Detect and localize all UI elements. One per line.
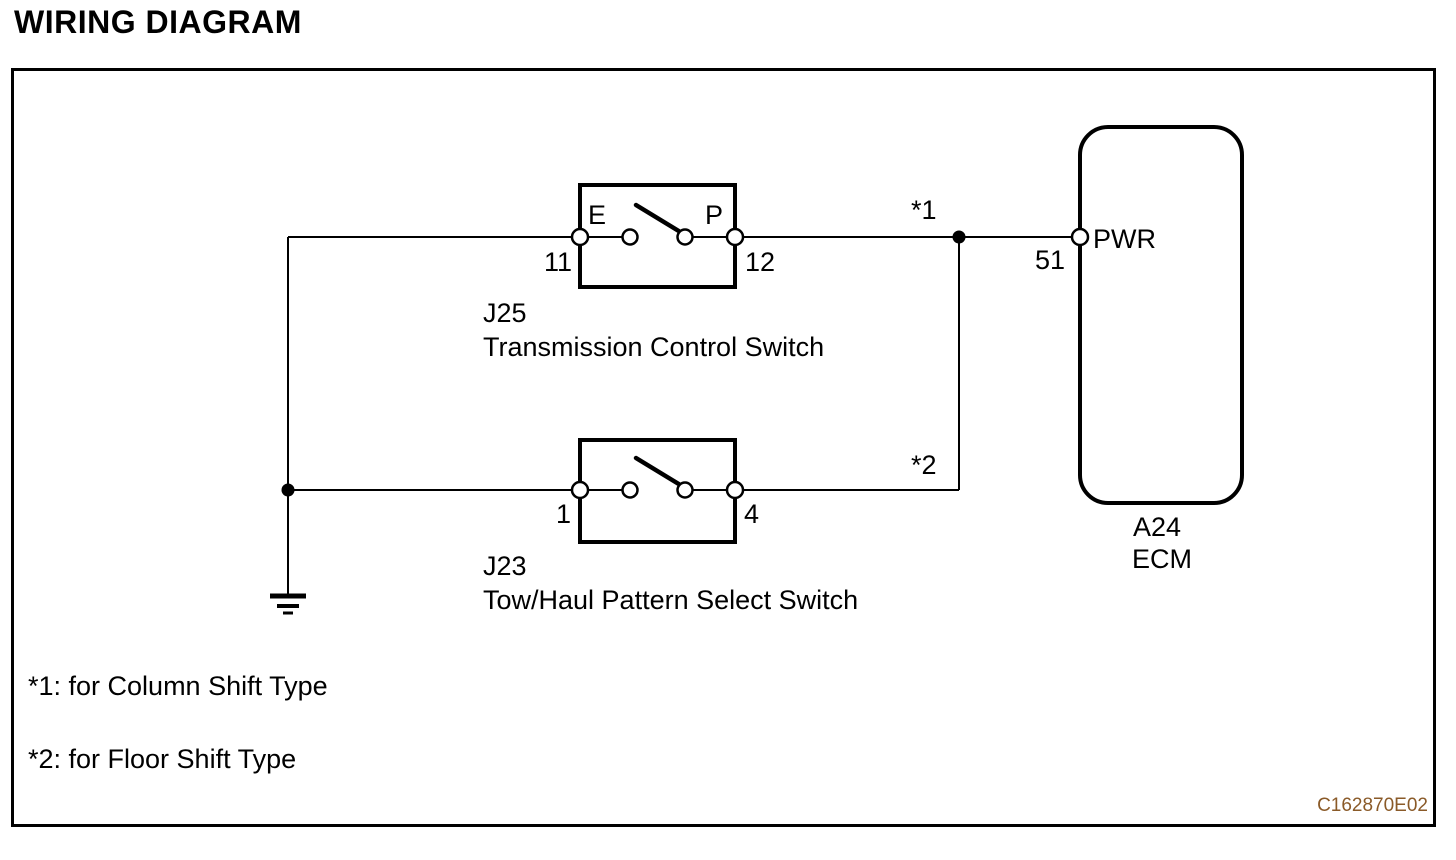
- footnote-1: *1: for Column Shift Type: [28, 671, 328, 701]
- junction-dot-right: [952, 230, 966, 244]
- ecm-pin-51-label: 51: [1035, 245, 1065, 275]
- j23-contact-left: [621, 481, 639, 499]
- page-title: WIRING DIAGRAM: [14, 4, 302, 40]
- ecm-code-label: A24: [1133, 512, 1181, 542]
- j25-pole-p-label: P: [705, 200, 723, 230]
- ecm-terminal-51: [1070, 227, 1090, 247]
- wire-note-1-marker: *1: [911, 195, 937, 225]
- j23-terminal-1: [570, 480, 590, 500]
- j23-terminal-4: [725, 480, 745, 500]
- figure-code: C162870E02: [1317, 795, 1428, 816]
- footnote-2: *2: for Floor Shift Type: [28, 744, 296, 774]
- j25-contact-left: [621, 228, 639, 246]
- j25-name-label: Transmission Control Switch: [483, 332, 824, 362]
- diagram-frame: [11, 68, 1436, 827]
- j25-pole-e-label: E: [588, 200, 606, 230]
- j23-pin-4-label: 4: [744, 499, 759, 529]
- ecm-pwr-label: PWR: [1093, 224, 1156, 254]
- j23-name-label: Tow/Haul Pattern Select Switch: [483, 585, 858, 615]
- junction-dot-left: [281, 483, 295, 497]
- j25-code-label: J25: [483, 298, 527, 328]
- j23-pin-1-label: 1: [556, 499, 571, 529]
- wire-note-2-marker: *2: [911, 450, 937, 480]
- j23-contact-right: [676, 481, 694, 499]
- j25-terminal-11: [570, 227, 590, 247]
- j25-switch-arm: [633, 202, 685, 236]
- j23-switch-arm: [633, 455, 685, 489]
- j23-code-label: J23: [483, 551, 527, 581]
- ground-symbol: [270, 593, 306, 615]
- ecm-box: [1078, 125, 1244, 505]
- j25-contact-right: [676, 228, 694, 246]
- j25-pin-11-label: 11: [544, 247, 572, 277]
- ecm-name-label: ECM: [1132, 544, 1192, 574]
- j25-terminal-12: [725, 227, 745, 247]
- j25-pin-12-label: 12: [745, 247, 775, 277]
